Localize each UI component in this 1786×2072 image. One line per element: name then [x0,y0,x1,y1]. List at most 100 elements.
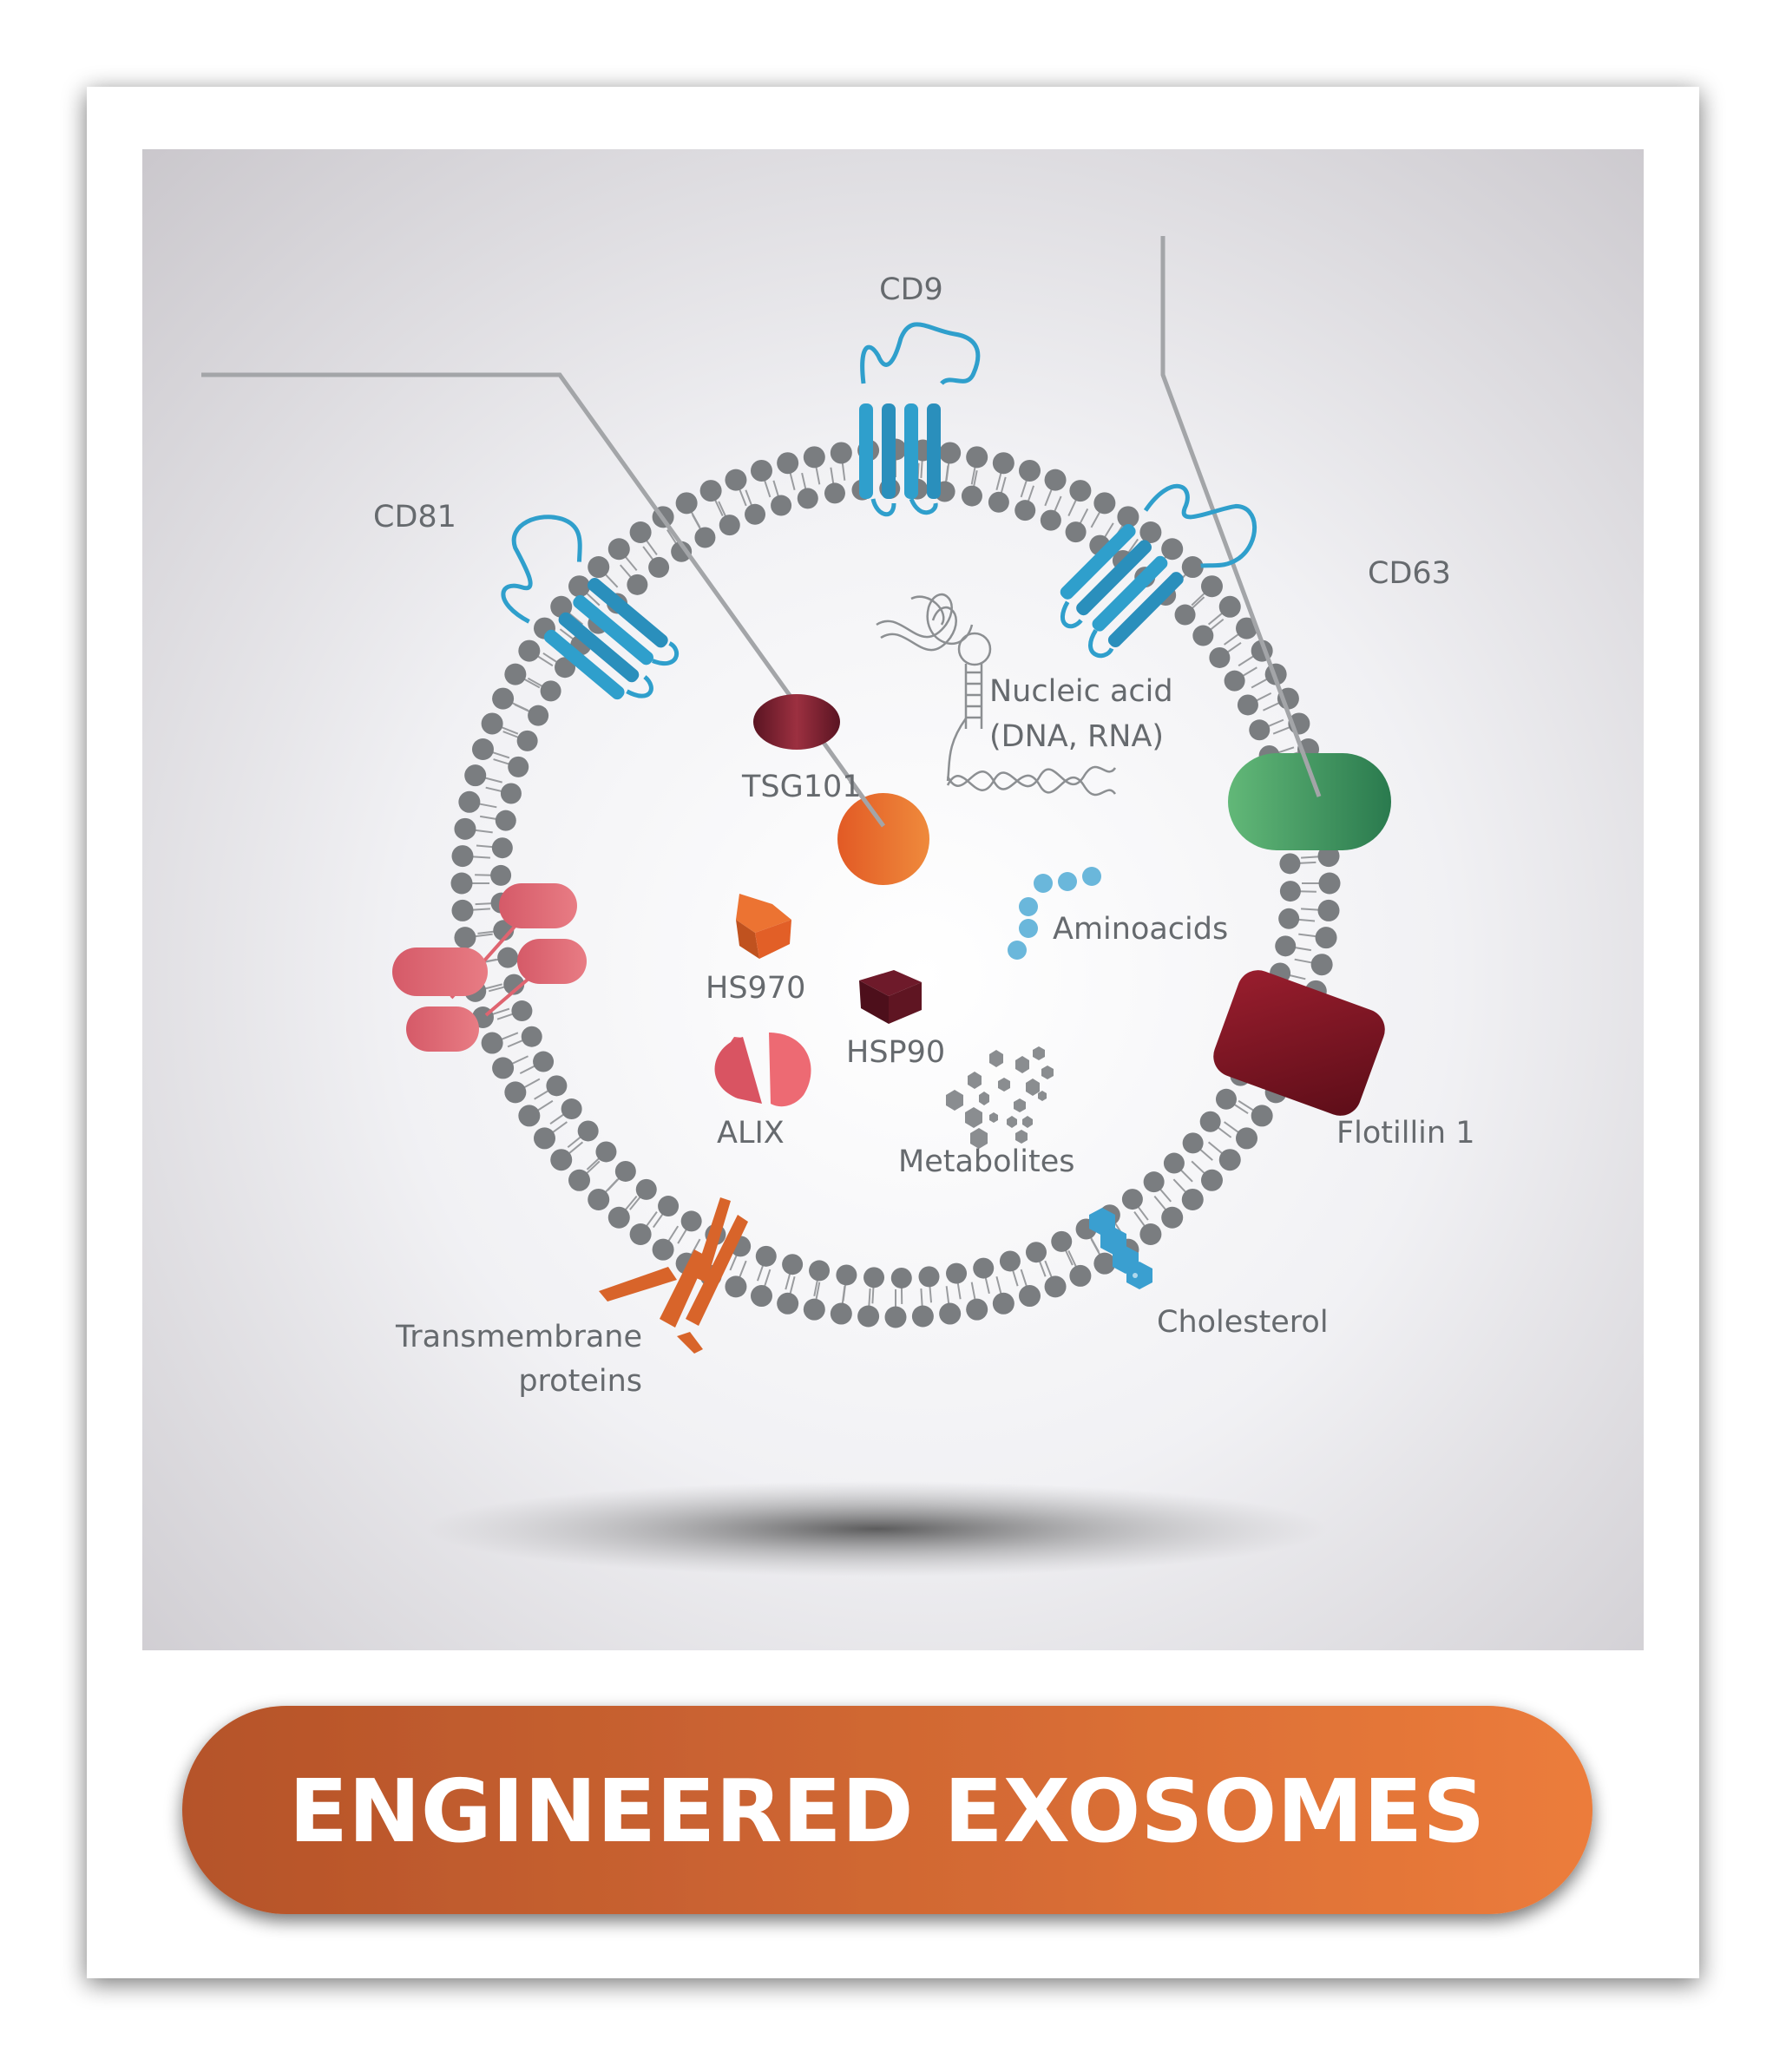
lipid-head [516,730,538,751]
lipid-tail [514,704,531,713]
lipid-tail [501,726,519,735]
lipid-head [1182,1132,1204,1154]
lipid-tail [472,856,490,859]
lipid-head [550,595,573,618]
lipid-tail [871,1286,875,1304]
lipid-tail [1044,1260,1053,1278]
lipid-tail [1020,480,1028,498]
lipid-tail [523,679,541,689]
lipid-head [1315,927,1337,949]
label-metabolites: Metabolites [898,1144,1074,1179]
cd63-capsule [1228,753,1391,850]
lipid-head [939,1302,962,1325]
lipid-head [635,1178,657,1200]
cholesterol-molecule-icon [1089,1208,1152,1289]
lipid-head [992,452,1014,475]
lipid-head [1174,604,1196,626]
lipid-tail [714,500,724,516]
lipid-head [1251,1105,1273,1127]
lipid-head [1209,646,1231,668]
lipid-tail [534,1089,550,1100]
lipid-tail [619,564,633,579]
lipid-tail [475,829,493,834]
lipid-head [1093,492,1116,515]
lipid-tail [605,574,619,588]
lipid-head [1161,1206,1184,1229]
label-cd9: CD9 [879,272,943,307]
lipid-tail [1209,618,1225,632]
lipid-tail [1126,538,1139,554]
title-banner [182,1706,1592,1914]
hsp90-cube-icon [859,970,922,1024]
lipid-tail [607,1177,621,1191]
lipid-tail [476,844,494,849]
lipid-head [1236,1127,1258,1150]
lipid-head [797,488,818,509]
cd63-protein-icon [1060,483,1257,659]
label-alix: ALIX [717,1116,785,1151]
lipid-tail [1263,702,1279,711]
lipid-head [782,1254,804,1275]
lipid-head [451,845,474,868]
lipid-tail [1103,522,1114,539]
lipid-tail [1207,1141,1223,1154]
lipid-tail [764,480,772,498]
label-cholesterol: Cholesterol [1157,1305,1329,1340]
lipid-tail [666,529,678,545]
lipid-head [1069,480,1092,502]
lipid-head [1069,1264,1092,1287]
lipid-head [750,459,772,482]
lipid-head [627,574,648,595]
lipid-tail [984,1276,990,1295]
lipid-tail [756,1263,765,1282]
lipid-head [1200,575,1223,598]
label-tsg101: TSG101 [741,770,862,804]
tsg101-pointer-end [848,779,886,828]
lipid-tail [568,613,584,626]
orange-protein-sphere [837,793,929,885]
lipid-tail [1272,726,1290,735]
lipid-tail [485,777,502,784]
lipid-head [824,482,845,504]
lipid-tail [945,1286,950,1304]
lipid-tail [646,540,658,555]
label-transmembrane-line2: proteins [518,1364,642,1399]
lipid-tail [496,1013,515,1020]
lipid-head [1317,899,1340,921]
lipid-tail [1198,1148,1213,1161]
lipid-tail [1020,1269,1028,1287]
lipid-head [1139,521,1162,543]
lipid-head [973,1257,995,1279]
lipid-tail [1224,633,1239,646]
nucleic-acid-icon [876,593,1117,797]
lipid-head [614,1160,636,1182]
lipid-tail [1137,1205,1149,1221]
lipid-tail [801,472,807,490]
label-hsp90: HSP90 [846,1035,945,1070]
lipid-head [863,1267,885,1288]
lipid-head [1218,1149,1241,1171]
lipid-head [946,1262,968,1284]
lipid-head [1192,625,1214,646]
lipid-head [1019,1285,1041,1308]
lipid-tail [1067,500,1077,516]
lipid-head [1318,872,1341,895]
lipid-head [1139,1223,1162,1246]
lipid-tail [568,1141,584,1154]
lipid-head [992,1292,1014,1315]
lipid-head [671,541,693,562]
lipid-tail [789,473,796,490]
lipid-head [454,817,476,840]
lipid-tail [944,465,949,483]
label-cd81: CD81 [373,500,456,534]
lipid-tail [488,986,506,993]
pink-transmembrane-complex-icon [392,883,587,1052]
lipid-tail [1298,861,1317,864]
lipid-head [511,1000,533,1022]
lipid-head [629,1223,652,1246]
lipid-head [1199,1111,1221,1132]
lipid-head [491,837,513,859]
lipid-head [518,1105,541,1127]
lipid-tail [692,514,702,531]
lipid-head [588,1188,610,1210]
